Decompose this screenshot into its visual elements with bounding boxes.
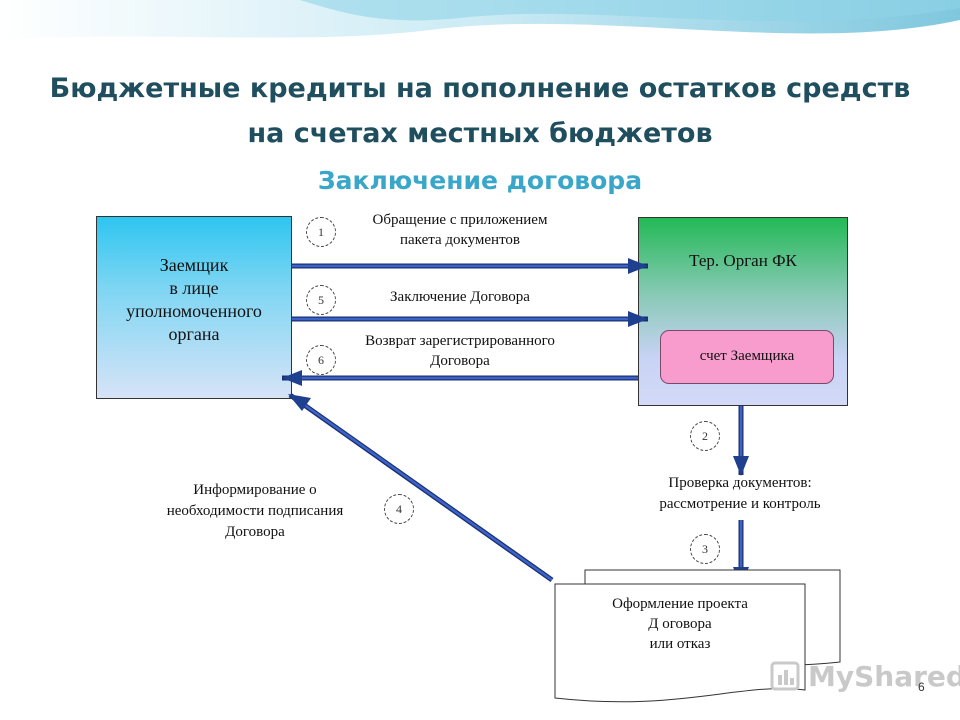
- document-label: Оформление проекта Д оговора или отказ: [555, 594, 805, 654]
- step-5-label: Заключение Договора: [390, 289, 530, 305]
- step-1-line-2: пакета документов: [399, 232, 521, 248]
- fk-organ-title: Тер. Орган ФК: [689, 251, 797, 270]
- watermark-text: MyShared: [808, 660, 960, 693]
- page-number: 6: [918, 680, 925, 694]
- document-line-2: Д оговора: [648, 616, 712, 632]
- borrower-box: [96, 216, 292, 399]
- step-2-label: Проверка документов: рассмотрение и конт…: [615, 473, 865, 515]
- step-4-badge: 4: [384, 494, 414, 524]
- step-4-label: Информирование о необходимости подписани…: [135, 480, 375, 543]
- arrow-step-6: [282, 370, 638, 386]
- step-5-badge: 5: [306, 285, 336, 315]
- step-6-label: Возврат зарегистрированного Договора: [330, 331, 590, 371]
- arrow-step-1: [292, 258, 648, 274]
- step-1-badge: 1: [306, 217, 336, 247]
- borrower-line-2: в лице: [169, 278, 219, 298]
- step-1-line-1: Обращение с приложением: [372, 212, 548, 228]
- step-6-badge: 6: [306, 345, 336, 375]
- document-line-3: или отказ: [649, 636, 711, 652]
- borrower-label: Заемщик в лице уполномоченного органа: [96, 254, 292, 346]
- arrow-step-2-down: [733, 406, 749, 476]
- watermark-icon: [770, 661, 800, 691]
- step-1-label: Обращение с приложением пакета документо…: [330, 210, 590, 250]
- account-box: [660, 330, 834, 384]
- document-line-1: Оформление проекта: [612, 596, 748, 612]
- document-shape: [554, 569, 841, 703]
- step-4-line-2: необходимости подписания: [166, 503, 344, 519]
- borrower-line-1: Заемщик: [159, 255, 229, 275]
- arrow-step-5: [292, 311, 648, 327]
- arrow-step-4-diagonal: [288, 392, 554, 583]
- step-6-line-1: Возврат зарегистрированного: [365, 333, 555, 349]
- step-2-line-2: рассмотрение и контроль: [659, 496, 821, 512]
- step-4-line-3: Договора: [225, 524, 285, 540]
- account-label: счет Заемщика: [699, 348, 795, 364]
- subtitle: Заключение договора: [317, 166, 643, 195]
- borrower-line-4: органа: [168, 324, 220, 344]
- borrower-line-3: уполномоченного: [126, 301, 262, 321]
- title-line-1: Бюджетные кредиты на пополнение остатков…: [49, 73, 911, 104]
- step-4-line-1: Информирование о: [193, 482, 317, 498]
- step-2-line-1: Проверка документов:: [668, 475, 812, 491]
- title-line-2: на счетах местных бюджетов: [247, 118, 713, 149]
- step-2-badge: 2: [690, 421, 720, 451]
- header-wave-decoration: [0, 0, 960, 40]
- step-3-badge: 3: [690, 534, 720, 564]
- step-6-line-2: Договора: [430, 353, 490, 369]
